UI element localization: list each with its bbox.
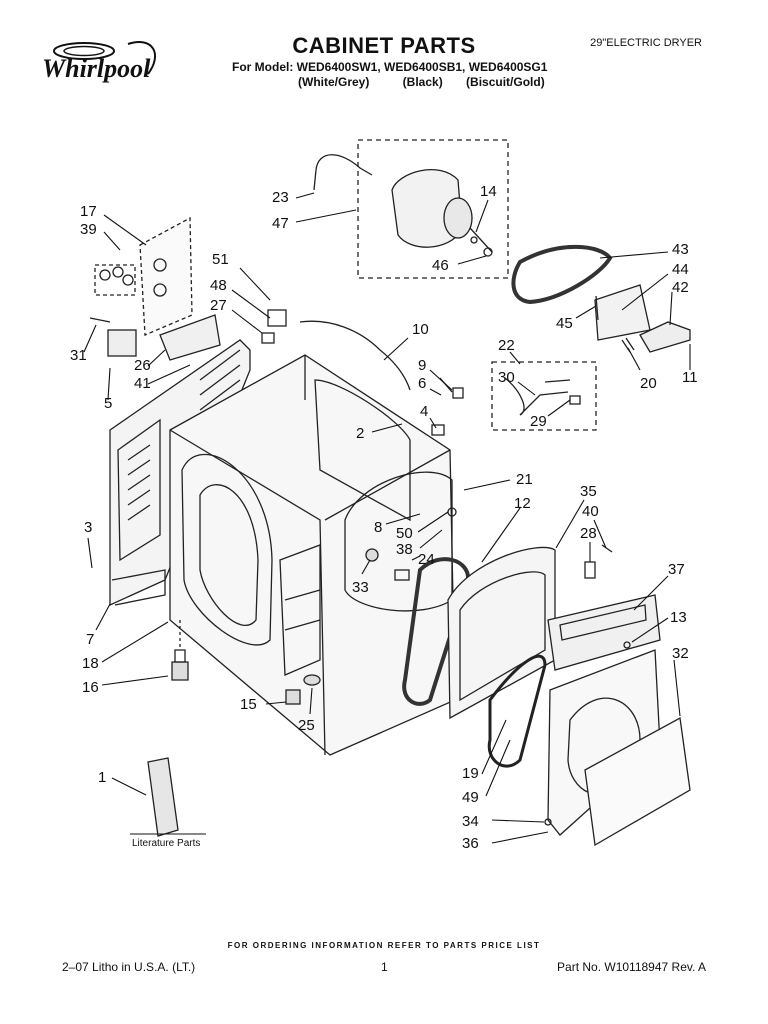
callout-23: 23	[272, 189, 289, 206]
callout-31: 31	[70, 347, 87, 364]
ordering-note: FOR ORDERING INFORMATION REFER TO PARTS …	[227, 941, 541, 950]
callout-5: 5	[104, 395, 112, 412]
harness-group-box	[491, 361, 597, 431]
callout-45: 45	[556, 315, 573, 332]
callout-48: 48	[210, 277, 227, 294]
callout-32: 32	[672, 645, 689, 662]
callout-3: 3	[84, 519, 92, 536]
model-line: For Model: WED6400SW1, WED6400SB1, WED64…	[232, 60, 548, 74]
callout-44: 44	[672, 261, 689, 278]
part-number: Part No. W10118947 Rev. A	[557, 960, 706, 974]
page-number: 1	[381, 960, 388, 974]
callout-6: 6	[418, 375, 426, 392]
callout-35: 35	[580, 483, 597, 500]
callout-47: 47	[272, 215, 289, 232]
callout-17: 17	[80, 203, 97, 220]
callout-43: 43	[672, 241, 689, 258]
callout-37: 37	[668, 561, 685, 578]
literature-parts-label: Literature Parts	[132, 838, 201, 849]
callout-20: 20	[640, 375, 657, 392]
motor-group-box	[357, 139, 509, 279]
callout-25: 25	[298, 717, 315, 734]
callout-30: 30	[498, 369, 515, 386]
callout-7: 7	[86, 631, 94, 648]
callout-41: 41	[134, 375, 151, 392]
callout-2: 2	[356, 425, 364, 442]
callout-39: 39	[80, 221, 97, 238]
callout-26: 26	[134, 357, 151, 374]
color-line: (White/Grey) (Black) (Biscuit/Gold)	[298, 75, 545, 89]
callout-19: 19	[462, 765, 479, 782]
litho-note: 2–07 Litho in U.S.A. (LT.)	[62, 960, 196, 974]
callout-46: 46	[432, 257, 449, 274]
callout-27: 27	[210, 297, 227, 314]
callout-18: 18	[82, 655, 99, 672]
callout-49: 49	[462, 789, 479, 806]
callout-10: 10	[412, 321, 429, 338]
product-type: 29"ELECTRIC DRYER	[590, 37, 702, 49]
callout-8: 8	[374, 519, 382, 536]
callout-34: 34	[462, 813, 479, 830]
callout-14: 14	[480, 183, 497, 200]
callout-1: 1	[98, 769, 106, 786]
callout-9: 9	[418, 357, 426, 374]
whirlpool-logo: Whirlpool	[42, 41, 157, 83]
callout-28: 28	[580, 525, 597, 542]
svg-text:Whirlpool: Whirlpool	[42, 54, 151, 83]
callout-38: 38	[396, 541, 413, 558]
callout-51: 51	[212, 251, 229, 268]
callout-36: 36	[462, 835, 479, 852]
callout-40: 40	[582, 503, 599, 520]
callout-4: 4	[420, 403, 428, 420]
callout-21: 21	[516, 471, 533, 488]
callout-11: 11	[682, 369, 698, 386]
callout-42: 42	[672, 279, 689, 296]
callout-22: 22	[498, 337, 515, 354]
page-title: CABINET PARTS	[292, 33, 476, 58]
callout-50: 50	[396, 525, 413, 542]
callout-15: 15	[240, 696, 257, 713]
callout-33: 33	[352, 579, 369, 596]
callout-12: 12	[514, 495, 531, 512]
callout-16: 16	[82, 679, 99, 696]
callout-29: 29	[530, 413, 547, 430]
callout-13: 13	[670, 609, 687, 626]
callout-24: 24	[418, 551, 435, 568]
